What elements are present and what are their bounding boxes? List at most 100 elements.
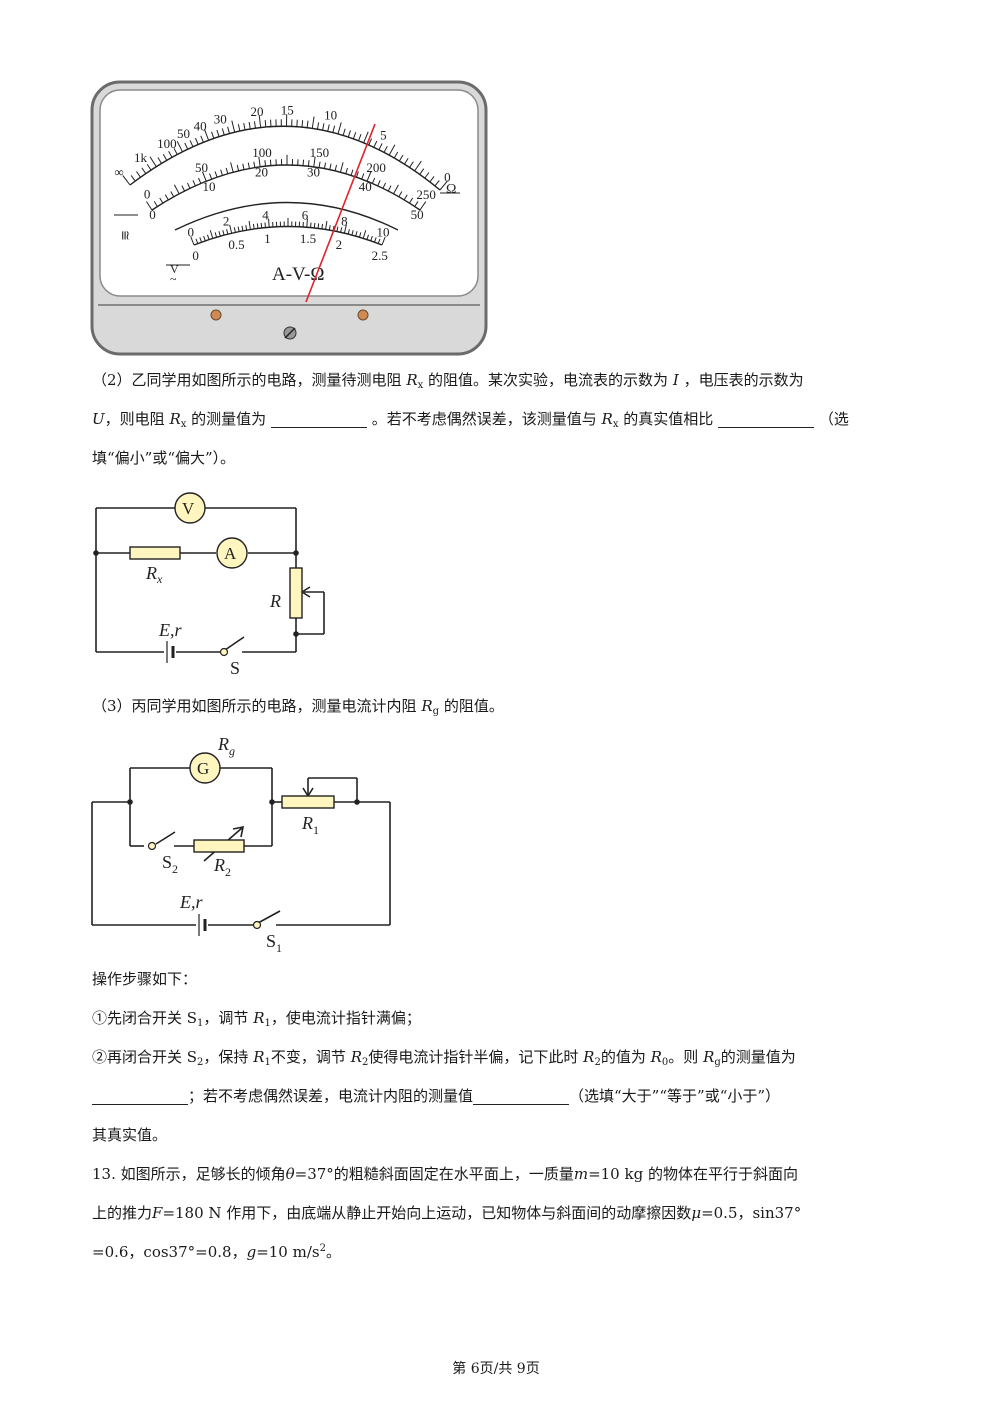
scale-tick [366, 171, 372, 182]
meter-needle [305, 123, 376, 303]
answer-blank-1[interactable] [270, 409, 367, 428]
ohm-scale-label: 5 [380, 127, 387, 142]
dc-scale-b-label: 30 [307, 165, 320, 180]
scale-tick [173, 148, 178, 155]
scale-tick [343, 224, 347, 234]
meter-label: A-V-Ω [272, 264, 324, 285]
s2-label: S2 [162, 852, 178, 876]
scale-tick [317, 223, 320, 229]
scale-tick [222, 230, 225, 236]
scale-tick [260, 222, 263, 229]
scale-tick [325, 220, 328, 230]
scale-tick [351, 230, 354, 236]
step-3: ；若不考虑偶然误差，电流计内阻的测量值（选填“大于”“等于”或“小于”） [92, 1077, 907, 1116]
switch-s1-contact [252, 920, 262, 930]
ac-scale-label: 1 [264, 231, 271, 246]
dc-scale-a-label: 150 [310, 145, 330, 160]
scale-tick [209, 230, 214, 239]
scale-tick [245, 225, 248, 231]
q13-line-1: 13. 如图所示，足够长的倾角θ=37°的粗糙斜面固定在水平面上，一质量m=10… [92, 1165, 798, 1183]
dc-scale-b-label: 40 [359, 179, 372, 194]
q2-line-3: 填“偏小”或“偏大”）。 [92, 449, 236, 467]
scale-tick [162, 154, 168, 161]
scale-tick [248, 122, 251, 130]
answer-blank-4[interactable] [473, 1086, 570, 1105]
galvanometer-label: G [197, 759, 209, 778]
scale-tick [329, 163, 332, 170]
steps-title: 操作步骤如下： [92, 970, 198, 988]
scale-tick [242, 163, 245, 170]
ammeter-icon [216, 537, 248, 569]
scale-tick [306, 218, 308, 228]
ohm-scale-label: 100 [157, 136, 177, 151]
scale-tick [268, 218, 270, 228]
ohm-scale-label: ∞ [114, 164, 123, 179]
scale-tick [192, 180, 196, 187]
scale-tick [373, 140, 378, 148]
scale-tick [186, 182, 191, 189]
resistance-box-r2 [193, 839, 245, 853]
scale-tick [258, 156, 261, 167]
left-mark-v: V [170, 262, 179, 276]
circuit-diagram-1: V A Rx R E,r S [93, 492, 325, 678]
junction-dot [127, 799, 133, 805]
step-4: 其真实值。 [92, 1126, 168, 1144]
scale-tick [434, 180, 440, 187]
scale-tick [368, 138, 373, 146]
scale-tick [141, 167, 147, 174]
switch-contact [219, 647, 229, 657]
scale-tick [403, 194, 408, 201]
scale-tick [184, 142, 189, 150]
scale-tick [347, 130, 351, 138]
junction-dot [293, 550, 299, 556]
scale-tick [323, 162, 327, 169]
scale-tick [327, 124, 330, 132]
scale-tick [337, 122, 342, 135]
answer-blank-2[interactable] [718, 409, 815, 428]
question-13: 13. 如图所示，足够长的倾角θ=37°的粗糙斜面固定在水平面上，一质量m=10… [92, 1155, 907, 1272]
dc-scale-a-label: 250 [416, 187, 436, 202]
scale-tick [352, 132, 357, 140]
scale-tick [194, 137, 199, 145]
source-label: E,r [179, 892, 203, 912]
ohm-scale-label: 30 [214, 112, 227, 127]
switch-s2-contact [147, 841, 157, 851]
scale-tick [145, 201, 153, 211]
scale-tick [168, 150, 173, 158]
scale-tick [355, 231, 358, 237]
scale-tick [256, 223, 259, 229]
scale-tick [334, 164, 338, 171]
scale-tick [157, 157, 162, 164]
ohm-scale-label: 0 [444, 170, 451, 185]
ohm-scale-label: 10 [324, 107, 337, 122]
scale-tick [214, 171, 218, 178]
junction-dot [269, 799, 275, 805]
dc-scale-c-label: 10 [376, 224, 389, 239]
r1-label: R1 [301, 813, 319, 837]
scale-tick [211, 131, 215, 139]
scale-tick [198, 177, 202, 184]
ohm-scale-label: 50 [177, 126, 190, 141]
dc-scale-b-label: 50 [411, 207, 424, 222]
scale-tick [318, 161, 321, 168]
scale-tick [350, 169, 354, 176]
scale-tick [311, 116, 315, 129]
scale-tick [170, 191, 175, 197]
scale-tick [189, 140, 194, 148]
ohm-unit: Ω [446, 182, 456, 197]
scale-tick [409, 161, 414, 168]
scale-tick [264, 119, 267, 128]
ac-scale-label: 1.5 [300, 231, 316, 246]
left-mark-bottom: ~ [170, 272, 177, 286]
scale-tick [221, 128, 225, 136]
step-2: ②再闭合开关 S2，保持 R1不变，调节 R2使得电流计指针半偏，记下此时 R2… [92, 1048, 796, 1068]
scale-tick [190, 236, 195, 246]
scale-tick [321, 223, 324, 229]
junction-dot [93, 550, 99, 556]
ac-scale-label: 2.5 [372, 248, 388, 263]
answer-blank-3[interactable] [92, 1086, 188, 1105]
scale-tick [226, 229, 229, 235]
scale-tick [377, 238, 381, 244]
ac-scale-label: 2 [336, 237, 343, 252]
dc-scale-b-label: 0 [149, 207, 156, 222]
